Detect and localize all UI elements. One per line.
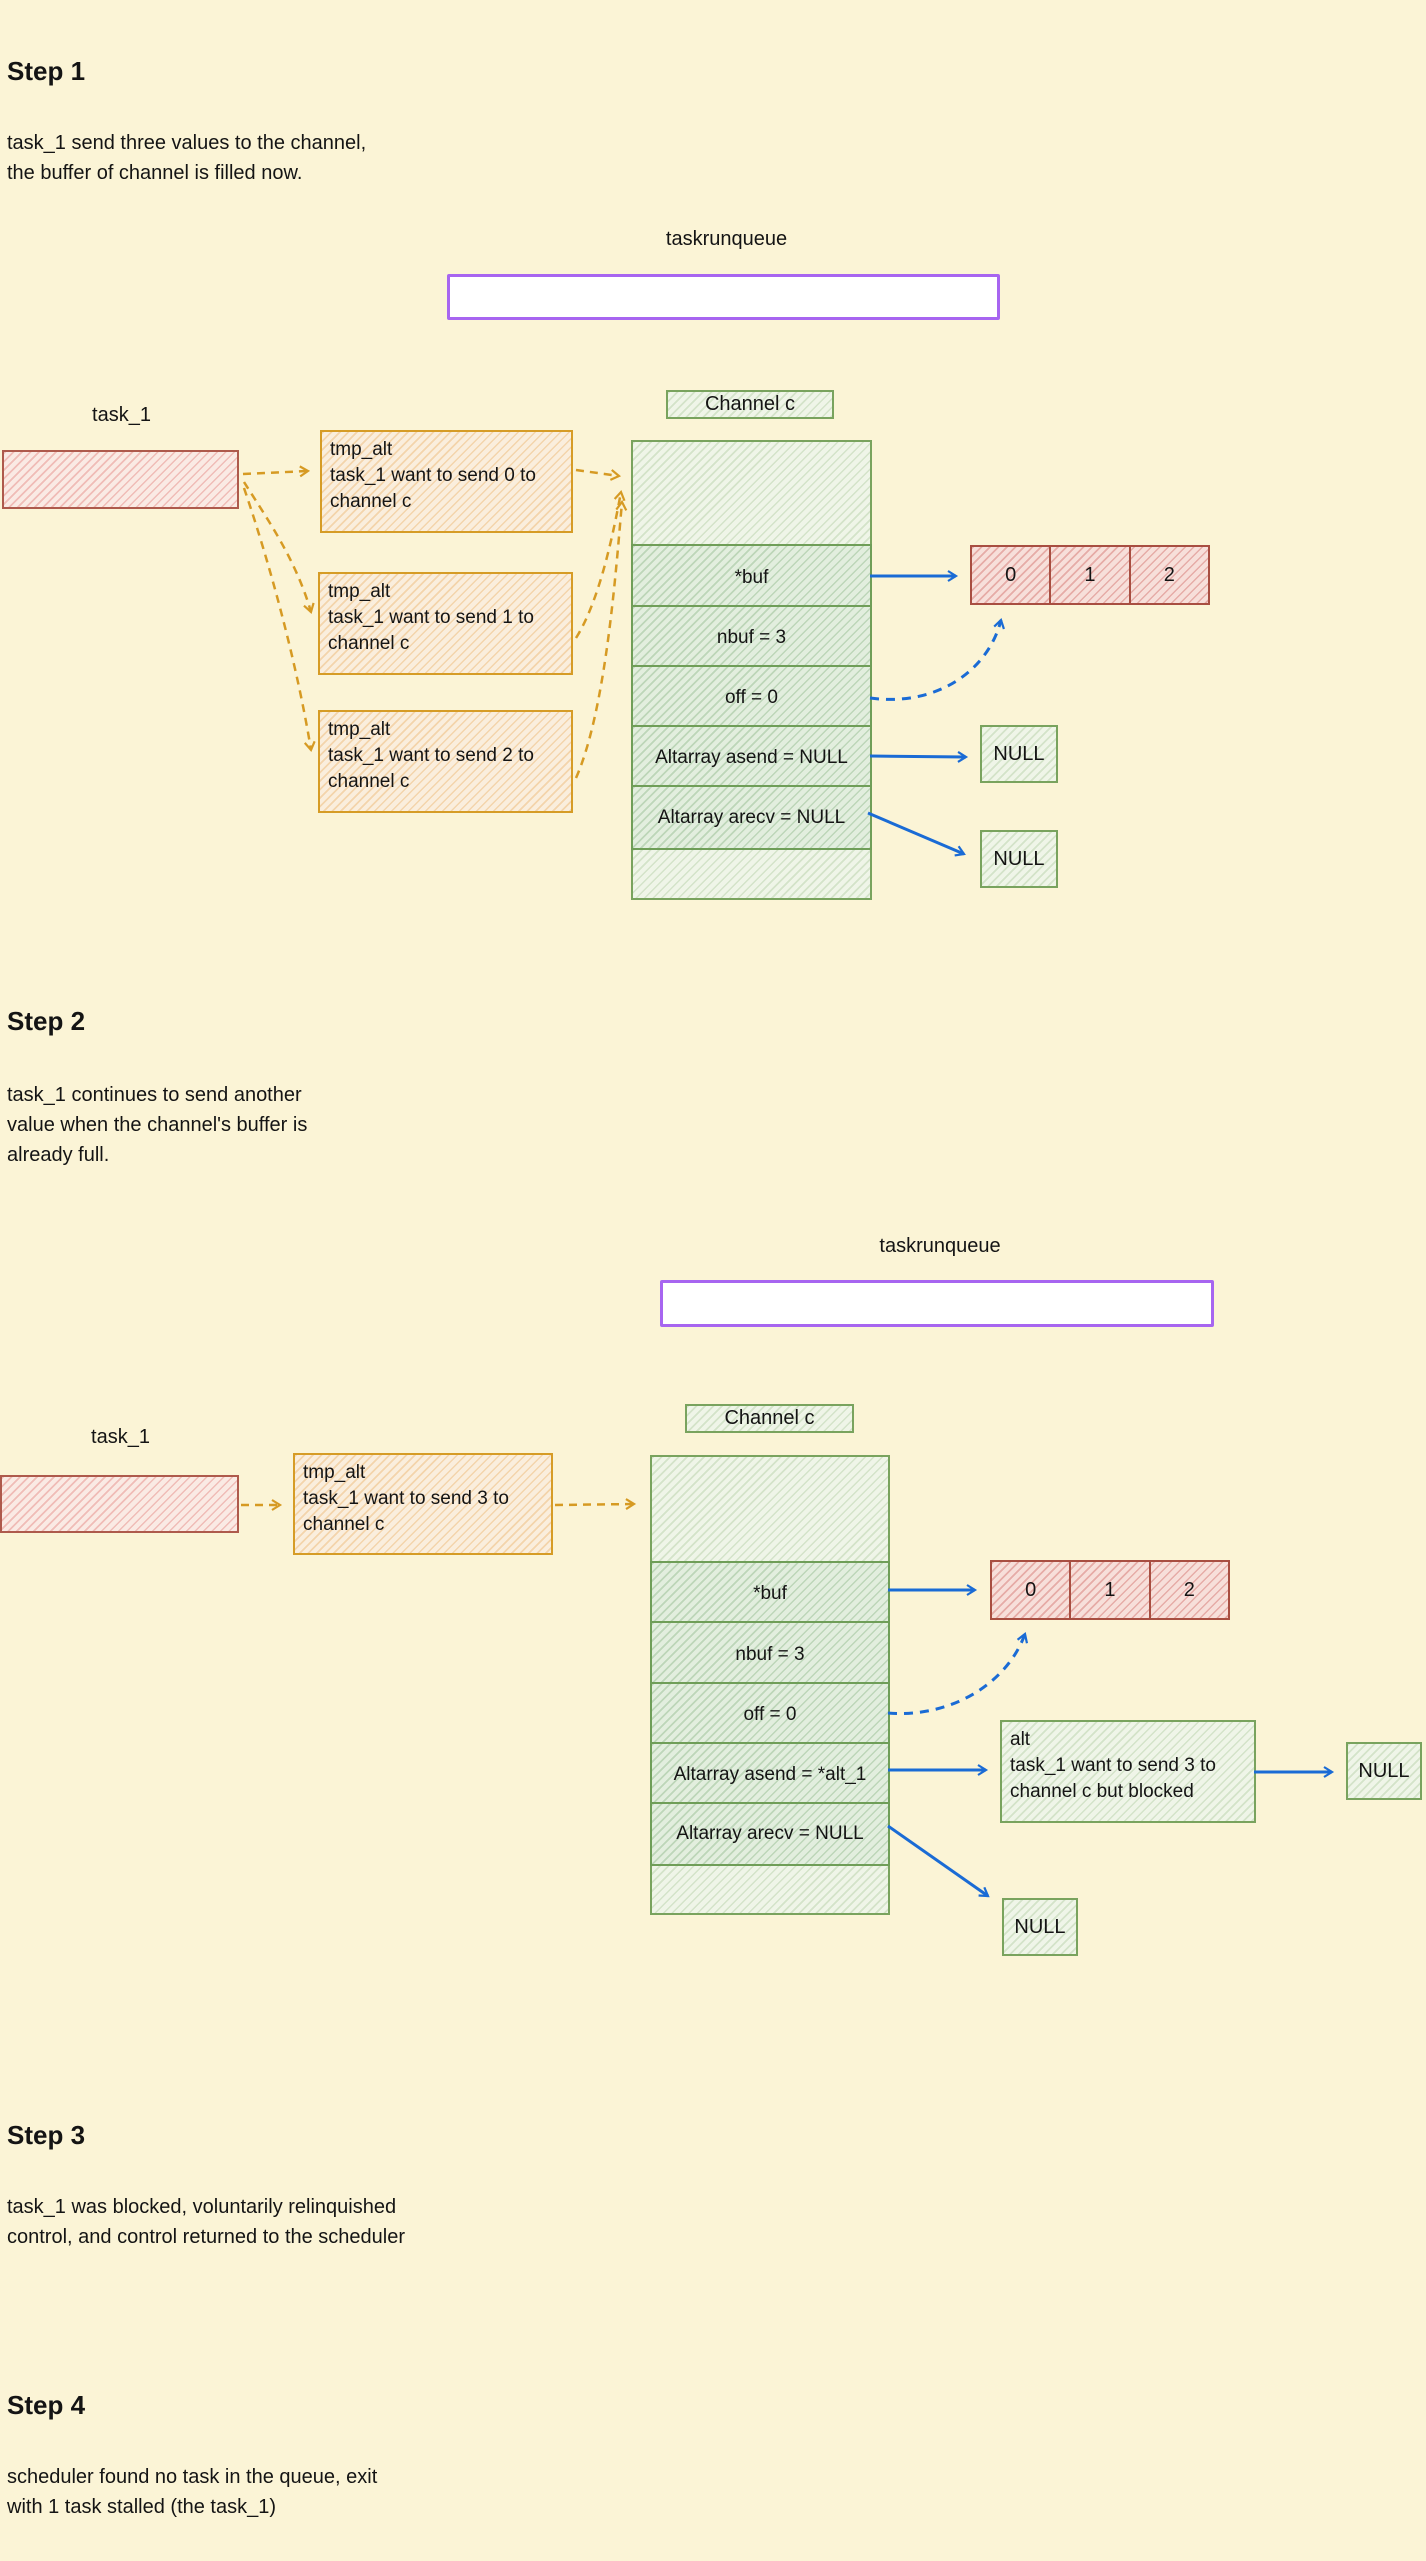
buffer-cell-0: 0 <box>1025 1578 1037 1601</box>
struct-row-buf: *buf <box>650 1561 890 1627</box>
step1-channel-struct: *buf nbuf = 3 off = 0 Altarray asend = N… <box>631 440 872 900</box>
buffer-cell-0: 0 <box>1005 563 1017 586</box>
tmp-alt-text: task_1 want to send 1 to channel c <box>328 607 534 654</box>
alt-text: task_1 want to send 3 to channel c but b… <box>1010 1755 1216 1802</box>
arrow-off-to-array <box>887 1632 1029 1716</box>
tmp-alt-title: tmp_alt <box>303 1462 366 1483</box>
step2-taskrunqueue-box <box>660 1280 1214 1327</box>
step1-description: task_1 send three values to the channel,… <box>7 132 367 184</box>
step1-buffer-array: 0 1 2 <box>970 545 1210 605</box>
arrow-task1-to-tmp2 <box>242 487 316 753</box>
struct-row-buf: *buf <box>631 544 872 611</box>
arrow-arecv-to-null <box>887 1824 990 1898</box>
step2-description: task_1 continues to send another value w… <box>7 1084 308 1166</box>
tmp-alt-text: task_1 want to send 2 to channel c <box>328 745 534 792</box>
step2-buffer-array: 0 1 2 <box>990 1560 1230 1620</box>
step2-alt-box: alt task_1 want to send 3 to channel c b… <box>1000 1720 1256 1823</box>
step1-tmp-alt-box-2: tmp_alt task_1 want to send 2 to channel… <box>318 710 573 813</box>
arrow-task1-to-tmp0 <box>242 465 311 478</box>
arrow-tmp2-to-channel <box>574 499 628 779</box>
step1-null-arecv-box: NULL <box>980 830 1058 888</box>
struct-row-arecv: Altarray arecv = NULL <box>631 785 872 850</box>
arrow-off-to-array <box>869 617 1005 701</box>
arrow-task1-to-tmp1 <box>242 481 315 614</box>
struct-row-nbuf: nbuf = 3 <box>650 1621 890 1688</box>
step1-taskrunqueue-box <box>447 274 1000 320</box>
step2-tmp-alt-box: tmp_alt task_1 want to send 3 to channel… <box>293 1453 553 1555</box>
step2-taskrunqueue-label: taskrunqueue <box>879 1235 1001 1257</box>
tmp-alt-text: task_1 want to send 3 to channel c <box>303 1488 509 1535</box>
step3-heading: Step 3 <box>7 2120 86 2150</box>
step1-heading: Step 1 <box>7 56 86 86</box>
step2-null-next-box: NULL <box>1346 1742 1422 1800</box>
step2-channel-struct: *buf nbuf = 3 off = 0 Altarray asend = *… <box>650 1455 890 1915</box>
step1-taskrunqueue-label: taskrunqueue <box>665 228 788 250</box>
tmp-alt-text: task_1 want to send 0 to channel c <box>330 465 536 512</box>
step4-description: scheduler found no task in the queue, ex… <box>7 2466 378 2518</box>
step2-task1-label: task_1 <box>91 1426 150 1448</box>
step4-heading: Step 4 <box>7 2390 86 2420</box>
step1-channel-label: Channel c <box>666 390 834 419</box>
struct-row-off: off = 0 <box>650 1682 890 1748</box>
buffer-cell-1: 1 <box>1049 547 1128 603</box>
struct-row-arecv: Altarray arecv = NULL <box>650 1802 890 1866</box>
step1-tmp-alt-box-1: tmp_alt task_1 want to send 1 to channel… <box>318 572 573 675</box>
buffer-cell-1: 1 <box>1069 1562 1148 1618</box>
struct-row-asend: Altarray asend = *alt_1 <box>650 1742 890 1808</box>
struct-row-nbuf: nbuf = 3 <box>631 605 872 671</box>
alt-title: alt <box>1010 1729 1031 1750</box>
step1-tmp-alt-box-0: tmp_alt task_1 want to send 0 to channel… <box>320 430 573 533</box>
buffer-cell-2: 2 <box>1148 1562 1228 1618</box>
arrow-tmp0-to-channel <box>575 468 622 481</box>
arrow-arecv-to-null <box>867 811 966 857</box>
arrow-tmp1-to-channel <box>574 489 626 639</box>
step1-task1-box <box>2 450 239 509</box>
tmp-alt-title: tmp_alt <box>330 439 393 460</box>
tmp-alt-title: tmp_alt <box>328 719 391 740</box>
step2-channel-label: Channel c <box>685 1404 854 1433</box>
arrow-tmp-to-channel <box>554 1498 637 1511</box>
step1-null-asend-box: NULL <box>980 725 1058 783</box>
struct-row-off: off = 0 <box>631 665 872 731</box>
step3-description: task_1 was blocked, voluntarily relinqui… <box>7 2196 406 2248</box>
buffer-cell-2: 2 <box>1128 547 1208 603</box>
step1-task1-label: task_1 <box>92 404 151 426</box>
struct-row-asend: Altarray asend = NULL <box>631 725 872 791</box>
step2-heading: Step 2 <box>7 1006 86 1036</box>
arrow-asend-to-null <box>869 750 969 763</box>
step2-task1-box <box>0 1475 239 1533</box>
step2-null-arecv-box: NULL <box>1002 1898 1078 1956</box>
tmp-alt-title: tmp_alt <box>328 581 391 602</box>
